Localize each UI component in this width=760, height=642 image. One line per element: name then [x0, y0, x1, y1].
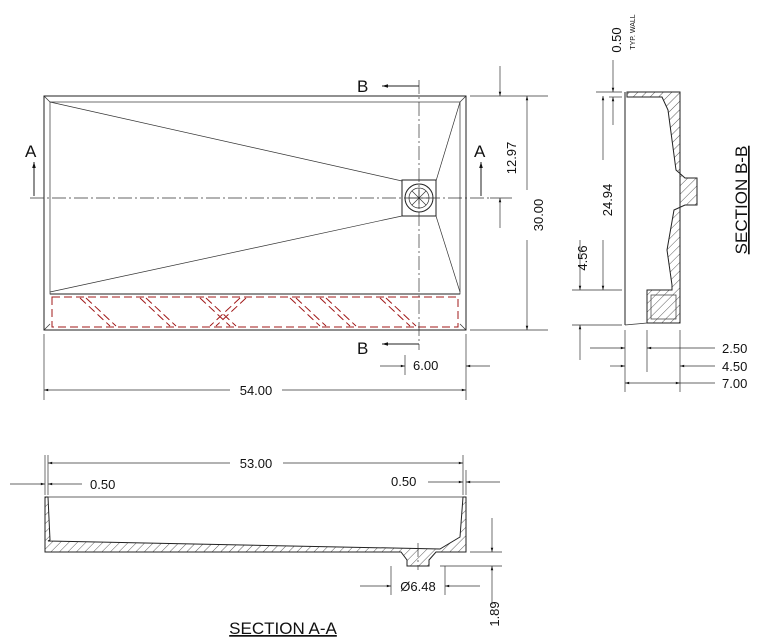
- dim-drain-from-end: 6.00: [413, 358, 438, 373]
- bench-area: [51, 296, 459, 328]
- section-b-top-label: B: [357, 77, 368, 96]
- dim-4-50: 4.50: [722, 359, 747, 374]
- dim-7-00: 7.00: [722, 376, 747, 391]
- plan-view: A A B B 12.97 30.00 6.00 54.00: [25, 66, 548, 400]
- dim-drain-height: 1.89: [487, 601, 502, 626]
- dim-wall-left: 0.50: [90, 477, 115, 492]
- dim-length: 54.00: [240, 383, 273, 398]
- dim-inner-length: 53.00: [240, 456, 273, 471]
- section-aa-title: SECTION A-A: [229, 619, 337, 638]
- section-b-bottom-label: B: [357, 339, 368, 358]
- dim-drain-offset: 12.97: [504, 142, 519, 175]
- dim-drain-diameter: Ø6.48: [400, 579, 435, 594]
- dim-wall-right: 0.50: [391, 474, 416, 489]
- section-aa: 53.00 0.50 0.50 1.89 Ø6.48 SECTION A-A: [10, 455, 502, 638]
- section-aa-profile: [44, 496, 467, 567]
- section-bb-profile: [626, 91, 698, 324]
- dim-2-50: 2.50: [722, 341, 747, 356]
- dim-depth-main: 24.94: [600, 184, 615, 217]
- dim-width: 30.00: [531, 199, 546, 232]
- dim-bench: 4.56: [575, 245, 590, 270]
- wall-note: TYP. WALL: [630, 14, 637, 50]
- section-bb: 0.50 TYP. WALL 24.94 4.56 2.50 4.50 7.00…: [572, 14, 751, 392]
- section-a-left-label: A: [25, 142, 37, 161]
- section-a-right-label: A: [474, 142, 486, 161]
- dim-wall: 0.50: [609, 27, 624, 52]
- pan-outline: [43, 95, 467, 331]
- section-bb-title: SECTION B-B: [732, 146, 751, 255]
